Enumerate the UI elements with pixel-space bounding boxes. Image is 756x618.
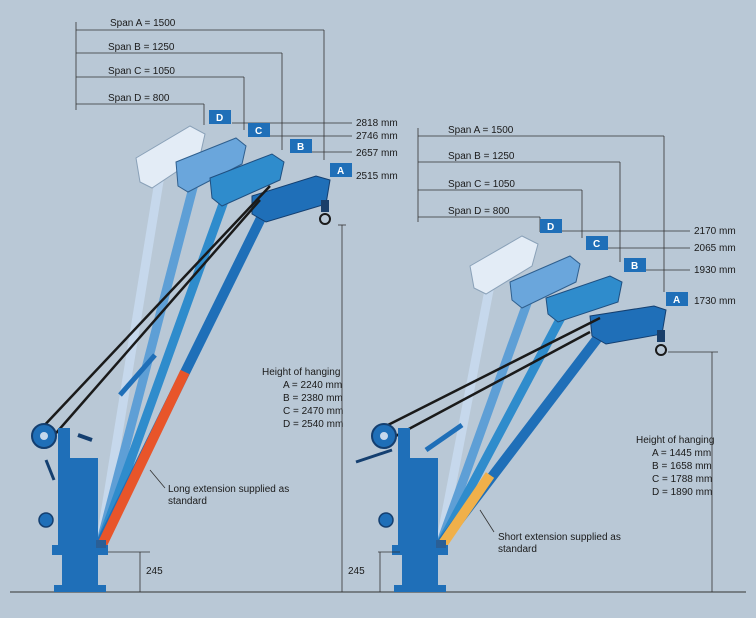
right-span-b: Span B = 1250	[448, 151, 515, 162]
right-tag-a: A	[673, 295, 680, 306]
left-mast	[31, 423, 108, 592]
left-span-d: Span D = 800	[108, 93, 170, 104]
left-note-line1: Long extension supplied as	[168, 484, 289, 495]
right-boom-b	[436, 307, 569, 548]
left-height-dimensions: 2818 mm 2746 mm 2657 mm 2515 mm	[232, 118, 398, 182]
right-hanging-title: Height of hanging	[636, 435, 714, 446]
right-tag-d: D	[547, 222, 554, 233]
left-height-c: 2746 mm	[356, 131, 398, 142]
right-height-d: 2170 mm	[694, 226, 736, 237]
left-long-extension	[97, 369, 190, 548]
left-base-dimension: 245 245	[108, 551, 365, 592]
left-hanging-b: B = 2380 mm	[283, 393, 343, 404]
left-height-d: 2818 mm	[356, 118, 398, 129]
right-booms	[435, 284, 604, 549]
left-hanging-a: A = 2240 mm	[283, 380, 342, 391]
right-span-dimensions: Span A = 1500 Span B = 1250 Span C = 105…	[417, 125, 665, 292]
left-note-line2: standard	[168, 496, 207, 507]
left-span-a: Span A = 1500	[110, 18, 176, 29]
right-hanging-d: D = 1890 mm	[652, 487, 712, 498]
left-tag-c: C	[255, 126, 262, 137]
right-mast	[355, 423, 448, 592]
right-span-c: Span C = 1050	[448, 179, 515, 190]
right-boom-heads	[469, 235, 667, 356]
right-height-a: 1730 mm	[694, 296, 736, 307]
right-span-d: Span D = 800	[448, 206, 510, 217]
right-short-extension	[437, 472, 495, 548]
left-height-b: 2657 mm	[356, 148, 398, 159]
left-boom-heads	[135, 125, 331, 225]
left-hanging-d: D = 2540 mm	[283, 419, 343, 430]
left-tags: D C B A	[209, 110, 352, 177]
right-hanging-heights: Height of hanging A = 1445 mm B = 1658 m…	[636, 351, 718, 592]
left-extension-note: Long extension supplied as standard	[149, 469, 289, 507]
left-base-height: 245	[146, 566, 163, 577]
left-hanging-title: Height of hanging	[262, 367, 340, 378]
right-hanging-b: B = 1658 mm	[652, 461, 712, 472]
left-span-dimensions: Span A = 1500 Span B = 1250 Span C = 105…	[75, 18, 325, 160]
left-boom-b	[95, 188, 233, 547]
left-height-a: 2515 mm	[356, 171, 398, 182]
right-tag-c: C	[593, 239, 600, 250]
right-boom-d	[435, 284, 495, 546]
right-height-dimensions: 2170 mm 2065 mm 1930 mm 1730 mm	[562, 226, 736, 307]
left-boom-d	[95, 174, 165, 546]
right-height-c: 2065 mm	[694, 243, 736, 254]
right-tags: D C B A	[540, 219, 688, 306]
left-span-c: Span C = 1050	[108, 66, 175, 77]
left-hanging-heights: Height of hanging A = 2240 mm B = 2380 m…	[262, 224, 346, 592]
right-hanging-a: A = 1445 mm	[652, 448, 711, 459]
right-height-b: 1930 mm	[694, 265, 736, 276]
right-span-a: Span A = 1500	[448, 125, 514, 136]
right-hanging-c: C = 1788 mm	[652, 474, 712, 485]
right-crane: Span A = 1500 Span B = 1250 Span C = 105…	[355, 125, 736, 592]
right-tag-b: B	[631, 261, 638, 272]
left-hanging-c: C = 2470 mm	[283, 406, 343, 417]
right-note-line1: Short extension supplied as	[498, 532, 621, 543]
right-extension-note: Short extension supplied as standard	[479, 509, 621, 555]
right-note-line2: standard	[498, 544, 537, 555]
left-tag-d: D	[216, 113, 223, 124]
left-crane: Span A = 1500 Span B = 1250 Span C = 105…	[31, 18, 398, 592]
left-tag-b: B	[297, 142, 304, 153]
left-cables	[39, 185, 271, 441]
right-cables	[381, 316, 601, 453]
left-tag-a: A	[337, 166, 344, 177]
right-boom-c	[435, 293, 535, 547]
left-span-b: Span B = 1250	[108, 42, 175, 53]
right-base-height: 245	[348, 566, 365, 577]
